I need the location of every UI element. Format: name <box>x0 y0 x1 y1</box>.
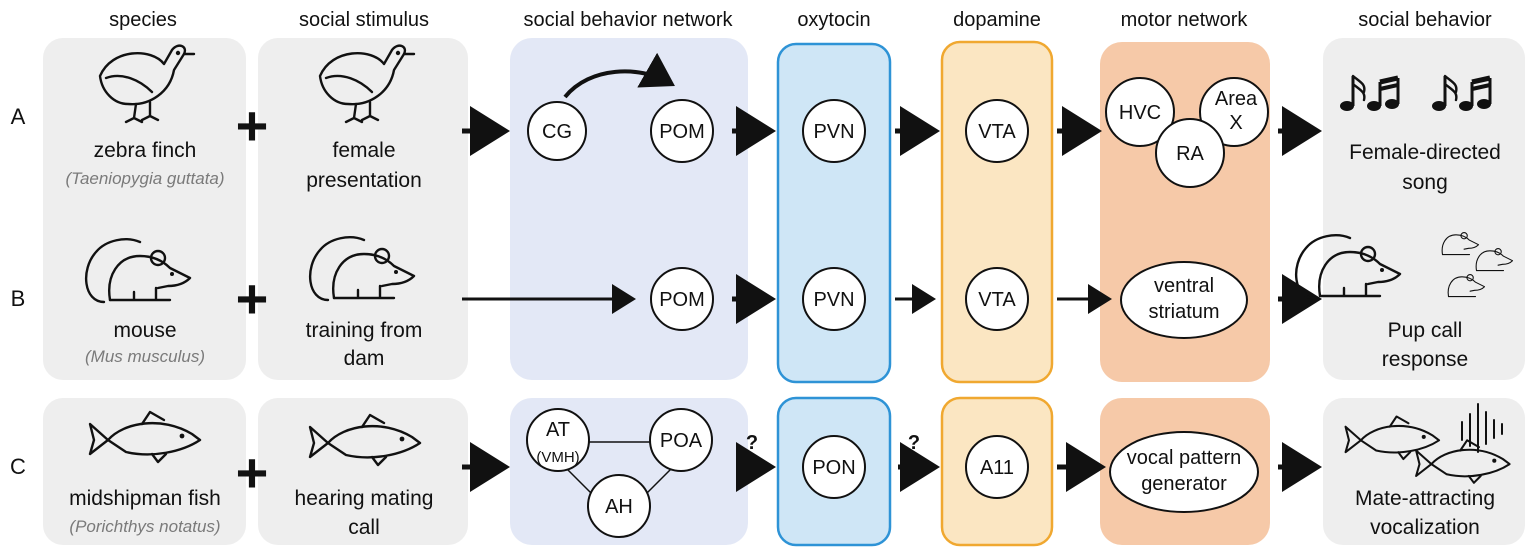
oxytocin-panel-ab <box>776 42 892 384</box>
header-dopamine: dopamine <box>953 9 1041 31</box>
node-pvn-a <box>802 99 866 163</box>
header-social-behavior-network: social behavior network <box>524 9 734 31</box>
node-pom-b-label: POM <box>659 289 705 311</box>
node-area-x-label-line2: X <box>1229 112 1242 134</box>
header-social-behavior: social behavior <box>1358 9 1492 31</box>
row-c-behavior-line2: vocalization <box>1370 516 1480 539</box>
node-poa-label: POA <box>660 430 703 452</box>
node-area-x <box>1199 77 1269 147</box>
row-label-a: A <box>11 104 26 129</box>
node-ah <box>587 474 651 538</box>
header-social-stimulus: social stimulus <box>299 9 429 31</box>
node-at-label: AT <box>546 419 570 441</box>
row-c-species-name: midshipman fish <box>69 487 221 510</box>
node-pom-a <box>650 99 714 163</box>
node-ra-label: RA <box>1176 143 1204 165</box>
node-at-vmh <box>526 408 590 472</box>
header-motor-network: motor network <box>1121 9 1249 31</box>
node-hvc-label: HVC <box>1119 102 1161 124</box>
node-pon <box>802 435 866 499</box>
node-area-x-label-line1: Area <box>1215 88 1258 110</box>
header-species: species <box>109 9 177 31</box>
node-vta-b-label: VTA <box>978 289 1016 311</box>
node-vmh-label: (VMH) <box>536 449 579 466</box>
row-a-species-sci: (Taeniopygia guttata) <box>65 169 224 188</box>
row-b-stimulus-line2: dam <box>344 347 385 370</box>
node-ah-label: AH <box>605 496 633 518</box>
row-b-behavior-line2: response <box>1382 348 1468 371</box>
music-notes-icon <box>1340 74 1492 111</box>
behavior-panel-ab <box>1323 38 1525 380</box>
node-vta-b <box>965 267 1029 331</box>
row-c-stimulus-line2: call <box>348 516 380 539</box>
node-pvn-b-label: PVN <box>813 289 854 311</box>
plus-sign-b: + <box>236 267 269 330</box>
node-ventral-striatum-line1: ventral <box>1154 275 1214 297</box>
row-a-behavior-line2: song <box>1402 171 1448 194</box>
behavior-panel-c <box>1323 398 1525 545</box>
sound-wave-icon <box>1461 403 1503 453</box>
stimulus-panel-ab <box>258 38 468 380</box>
plus-sign-a: + <box>236 94 269 157</box>
row-b-species-name: mouse <box>113 319 176 342</box>
header-oxytocin: oxytocin <box>797 9 870 31</box>
node-vta-a <box>965 99 1029 163</box>
plus-sign-c: + <box>236 441 269 504</box>
node-cg-label: CG <box>542 121 572 143</box>
node-hvc <box>1105 77 1175 147</box>
species-panel-ab <box>43 38 246 380</box>
question-mark-oxytocin-dopamine: ? <box>908 432 920 454</box>
stimulus-panel-c <box>258 398 468 545</box>
row-a-behavior-line1: Female-directed <box>1349 141 1501 164</box>
row-c-species-sci: (Porichthys notatus) <box>69 517 220 536</box>
row-a-stimulus-line1: female <box>332 139 395 162</box>
row-a-species-name: zebra finch <box>94 139 197 162</box>
node-a11 <box>965 435 1029 499</box>
node-pvn-a-label: PVN <box>813 121 854 143</box>
node-ventral-striatum-line2: striatum <box>1148 301 1219 323</box>
row-b-stimulus-line1: training from <box>306 319 423 342</box>
mouse-with-pups-icon <box>1294 232 1514 300</box>
row-label-b: B <box>11 286 26 311</box>
question-mark-sbn-oxytocin: ? <box>746 432 758 454</box>
node-poa <box>649 408 713 472</box>
row-label-c: C <box>10 454 26 479</box>
node-vpg-line2: generator <box>1141 473 1227 495</box>
row-b-behavior-line1: Pup call <box>1388 319 1463 342</box>
two-fish-sound-icon <box>1344 403 1511 484</box>
node-ventral-striatum <box>1120 261 1248 339</box>
arrow-cg-to-pom <box>563 52 675 99</box>
node-cg <box>527 101 587 161</box>
row-b-species-sci: (Mus musculus) <box>85 347 205 366</box>
node-pom-a-label: POM <box>659 121 705 143</box>
node-vpg-line1: vocal pattern <box>1127 447 1242 469</box>
node-pom-b <box>650 267 714 331</box>
row-a-stimulus-line2: presentation <box>306 169 422 192</box>
node-a11-label: A11 <box>980 457 1014 479</box>
node-vocal-pattern-generator <box>1109 431 1259 513</box>
row-c-stimulus-line1: hearing mating <box>295 487 434 510</box>
node-ra <box>1155 118 1225 188</box>
node-vta-a-label: VTA <box>978 121 1016 143</box>
row-c-behavior-line1: Mate-attracting <box>1355 487 1495 510</box>
sbn-panel-ab <box>510 38 748 380</box>
node-pon-label: PON <box>812 457 855 479</box>
node-pvn-b <box>802 267 866 331</box>
